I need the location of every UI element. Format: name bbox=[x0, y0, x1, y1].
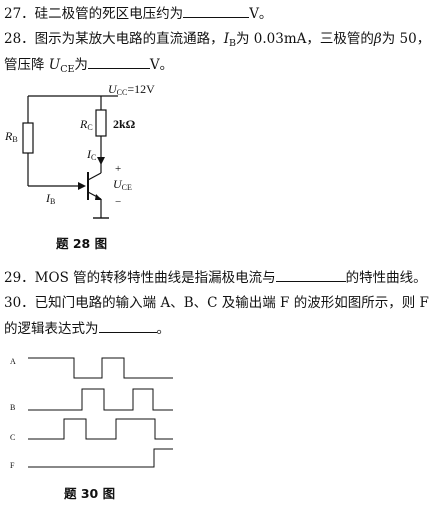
q28-beta-symbol: β bbox=[373, 31, 382, 47]
q27-unit: V。 bbox=[249, 6, 273, 22]
q30-answer-blank[interactable] bbox=[98, 319, 157, 333]
q28-ib-sub: B bbox=[229, 38, 237, 49]
q28-uce-symbol: U bbox=[48, 57, 61, 73]
uce-minus: − bbox=[115, 196, 121, 208]
q28-ib-symbol: I bbox=[223, 31, 230, 47]
vcc-label: UCC=12V bbox=[108, 82, 155, 97]
q29-answer-blank[interactable] bbox=[275, 268, 346, 282]
q30-text: 30．已知门电路的输入端 A、B、C 及输出端 F 的波形如图所示，则 F bbox=[4, 295, 429, 311]
rb-resistor bbox=[22, 122, 34, 154]
q27-text: 27．硅二极管的死区电压约为 bbox=[4, 6, 184, 22]
q28-text-d: 管压降 bbox=[4, 57, 45, 73]
q29-text: 29．MOS 管的转移特性曲线是指漏极电流与 bbox=[4, 270, 276, 286]
question-29: 29．MOS 管的转移特性曲线是指漏极电流与 的特性曲线。 bbox=[4, 268, 427, 287]
emitter-arrow-icon bbox=[95, 194, 102, 200]
q28-unit: V。 bbox=[149, 57, 174, 73]
figure-28-caption: 题 28 图 bbox=[56, 236, 107, 251]
figure-30-caption: 题 30 图 bbox=[64, 486, 115, 501]
q30-text-b: 的逻辑表达式为 bbox=[4, 321, 99, 337]
waveform-c bbox=[28, 418, 173, 440]
uce-label: UCE bbox=[113, 177, 132, 192]
waveform-f bbox=[28, 448, 173, 468]
transistor-collector-lead bbox=[87, 172, 102, 181]
q28-text-c: 为 50， bbox=[381, 31, 431, 47]
wave-label-b: B bbox=[10, 403, 15, 412]
question-28-line1: 28．图示为某放大电路的直流通路，IB为 0.03mA，三极管的β为 50， bbox=[4, 30, 430, 53]
waveform-b bbox=[28, 388, 173, 411]
rb-label: RB bbox=[4, 129, 18, 144]
uce-plus: + bbox=[115, 163, 121, 175]
rc-label: RC bbox=[79, 117, 93, 132]
figure-30-waveforms: A B C F 题 30 图 bbox=[10, 357, 173, 501]
q29-text-end: 的特性曲线。 bbox=[345, 270, 427, 286]
question-30-line2: 的逻辑表达式为 。 bbox=[4, 319, 170, 338]
q30-text-end: 。 bbox=[156, 321, 171, 337]
question-28-line2: 管压降 UCE为 V。 bbox=[4, 55, 173, 79]
q28-text-b: 为 0.03mA，三极管的 bbox=[236, 31, 374, 47]
wave-label-a: A bbox=[10, 357, 16, 366]
q28-text-a: 28．图示为某放大电路的直流通路， bbox=[4, 31, 224, 47]
rc-value: 2kΩ bbox=[113, 117, 136, 131]
wave-label-f: F bbox=[10, 461, 15, 470]
question-27: 27．硅二极管的死区电压约为 V。 bbox=[4, 4, 272, 23]
question-30-line1: 30．已知门电路的输入端 A、B、C 及输出端 F 的波形如图所示，则 F bbox=[4, 294, 429, 312]
q28-text-e: 为 bbox=[74, 57, 88, 73]
ib-label: IB bbox=[45, 191, 55, 206]
figure-28-circuit: UCC=12V RC 2kΩ RB IC + UCE − IB 题 28 图 bbox=[4, 82, 155, 251]
waveform-a bbox=[28, 357, 173, 379]
q27-answer-blank[interactable] bbox=[183, 4, 250, 18]
q28-uce-sub: CE bbox=[60, 64, 75, 75]
ib-arrow-icon bbox=[78, 182, 86, 190]
q28-answer-blank[interactable] bbox=[87, 55, 150, 69]
rc-resistor bbox=[95, 109, 107, 137]
ic-arrow-icon bbox=[97, 157, 105, 165]
wave-label-c: C bbox=[10, 433, 15, 442]
ic-label: IC bbox=[86, 147, 96, 162]
